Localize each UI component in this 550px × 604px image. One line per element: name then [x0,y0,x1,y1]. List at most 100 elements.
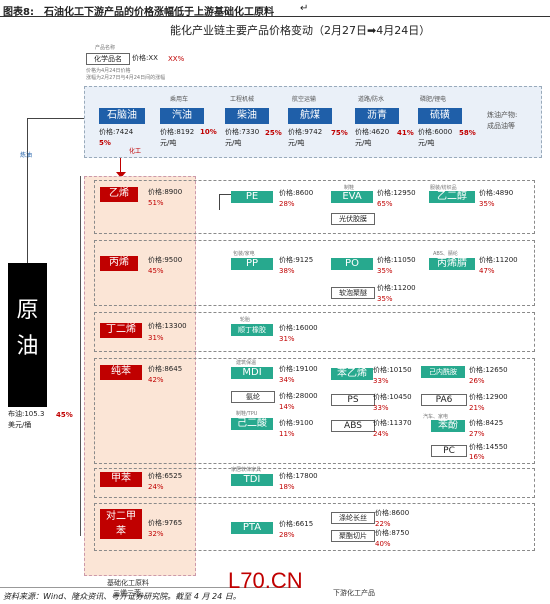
header-rule [0,16,550,17]
oil-box-jetfuel: 航煤 [288,108,332,124]
po-sub-box: 软泡聚醚 [331,287,375,299]
chip-price: 价格:8750 [375,529,410,537]
ethylene-pct: 51% [148,199,164,207]
source-note: 资料来源：Wind、隆众资讯、粤开证券研究院。截至 4 月 24 日。 [3,592,241,601]
an-price: 价格:11200 [479,256,518,264]
butadiene-price: 价格:13300 [148,322,187,330]
oil-cat-4: 磷肥/锂电 [420,96,447,103]
oil-unit-3: 元/吨 [355,139,372,147]
pta-price: 价格:6615 [279,520,314,528]
an-cat: ABS、腈纶 [433,251,458,257]
pe-box: PE [231,191,273,203]
oil-box-diesel: 柴油 [225,108,269,124]
eg-cat: 服装/纺织品 [430,185,457,191]
mdi-box: MDI [231,367,273,379]
butadiene-group [94,312,535,352]
br-cat: 轮胎 [240,317,251,323]
pp-price: 价格:9125 [279,256,314,264]
oil-box-sulfur: 硫磺 [418,108,462,124]
cpl-box: 己内酰胺 [421,366,465,378]
oil-box-asphalt: 沥青 [355,108,399,124]
downstream-label: 下游化工产品 [333,589,375,597]
pa6-box: PA6 [421,394,467,406]
oil-unit-0: 元/吨 [160,139,177,147]
pc-pct: 16% [469,453,485,461]
oil-unit-4: 元/吨 [418,139,435,147]
px-box: 对二甲苯 [100,509,142,539]
po-price: 价格:11050 [377,256,416,264]
nylon-box: 氨纶 [231,391,275,403]
legend-note-price: 价格为4月24日价格 [86,68,131,74]
mdi-cat: 建筑保温 [236,360,257,366]
pc-price: 价格:14550 [469,443,508,451]
phenol-pct: 27% [469,430,485,438]
eg-price: 价格:4890 [479,189,514,197]
px-price: 价格:9765 [148,519,183,527]
return-mark: ↵ [300,3,309,14]
ethylene-branch [219,194,231,195]
pe-price: 价格:8600 [279,189,314,197]
po-box: PO [331,258,373,270]
crude-pct: 45% [56,411,73,419]
adipic-price: 价格:9100 [279,419,314,427]
sm-box: 苯乙烯 [331,368,373,380]
abs-pct: 24% [373,430,389,438]
eg-pct: 35% [479,200,495,208]
eva-box: EVA [331,191,373,203]
sm-price: 价格:10150 [373,366,412,374]
butadiene-box: 丁二烯 [100,323,142,338]
pta-box: PTA [231,522,273,534]
tdi-pct: 18% [279,483,295,491]
cpl-pct: 26% [469,377,485,385]
ethylene-price: 价格:8900 [148,188,183,196]
chip-box: 聚酯切片 [331,530,375,542]
ps-pct: 33% [373,404,389,412]
polyester-box: 涤纶长丝 [331,512,375,524]
oil-products-sub: 成品油等 [487,122,515,130]
toluene-group [94,468,535,498]
propylene-price: 价格:9500 [148,256,183,264]
mdi-pct: 34% [279,376,295,384]
oil-cat-3: 道路/防水 [358,96,385,103]
ps-price: 价格:10450 [373,393,412,401]
crude-oil-block: 原油 [8,263,47,407]
basic-label-2: 三烯三苯 [113,589,141,597]
oil-cat-2: 航空运输 [292,96,317,103]
po-pct: 35% [377,267,393,275]
ethylene-group [94,180,535,234]
oil-price-0: 价格:8192 [160,128,195,136]
pta-pct: 28% [279,531,295,539]
legend-note-pct: 涨幅为2月27日与4月24日间的涨幅 [86,75,166,81]
eg-box: 乙二醇 [429,191,475,203]
oil-box-gasoline: 汽油 [160,108,204,124]
chem-arrow [120,158,121,176]
benzene-price: 价格:8645 [148,365,183,373]
oil-price-3: 价格:4620 [355,128,390,136]
figure-title: 石油化工下游产品的价格涨幅低于上游基础化工原料 [44,7,274,18]
eva-price: 价格:12950 [377,189,416,197]
oil-unit-2: 元/吨 [288,139,305,147]
chip-pct: 40% [375,540,391,548]
px-group [94,503,535,551]
px-pct: 32% [148,530,164,538]
oil-pct-2: 75% [331,129,348,137]
sm-pct: 33% [373,377,389,385]
benzene-box: 纯苯 [100,365,142,380]
eva-sub-box: 光伏胶膜 [331,213,375,225]
eva-pct: 65% [377,200,393,208]
po-sub-pct: 35% [377,295,393,303]
crude-oil-name: 原油 [16,298,39,359]
legend-price: 价格:XX [132,54,158,62]
oil-pct-0: 10% [200,128,217,136]
diagram-title: 能化产业链主要产品价格变动（2月27日➡4月24日） [170,24,431,37]
polyester-price: 价格:8600 [375,509,410,517]
oil-price-2: 价格:9742 [288,128,323,136]
tdi-cat: 家居软体家具 [231,467,262,473]
mdi-price: 价格:19100 [279,365,318,373]
br-box: 顺丁橡胶 [231,324,273,336]
cpl-price: 价格:12650 [469,366,508,374]
pc-box: PC [431,445,467,457]
br-pct: 31% [279,335,295,343]
br-price: 价格:16000 [279,324,318,332]
butadiene-pct: 31% [148,334,164,342]
